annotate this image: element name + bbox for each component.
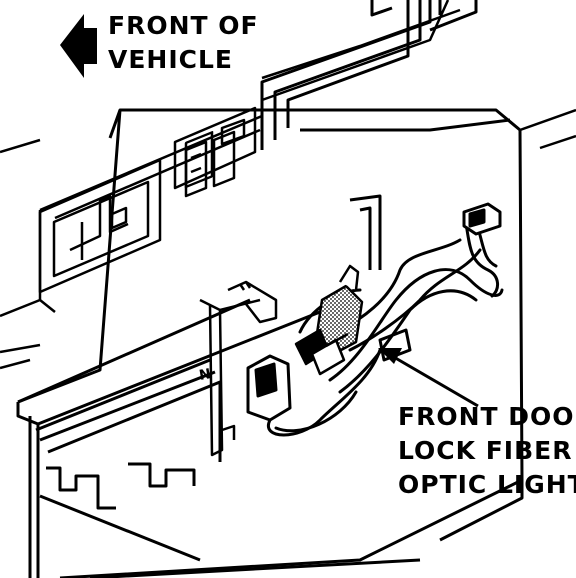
front-arrow-icon xyxy=(60,14,97,78)
callout-label-line3: OPTIC LIGHT xyxy=(398,470,576,499)
wiring-connector-right xyxy=(462,202,502,236)
front-of-vehicle-label-line2: VEHICLE xyxy=(108,45,234,74)
window-switch-panel xyxy=(173,106,257,198)
svg-text:N: N xyxy=(198,366,212,384)
wiring-connector-left xyxy=(246,354,292,422)
callout-leader xyxy=(378,348,479,408)
callout-label-line1: FRONT DOOR xyxy=(398,402,576,431)
front-of-vehicle-label: FRONT OF xyxy=(108,11,259,40)
fiber-optic-light xyxy=(294,264,364,376)
armrest-housing xyxy=(16,108,524,578)
callout-label-line2: LOCK FIBER xyxy=(398,436,573,465)
window-frame xyxy=(260,0,478,150)
lock-switch-bracket: N xyxy=(198,280,278,457)
